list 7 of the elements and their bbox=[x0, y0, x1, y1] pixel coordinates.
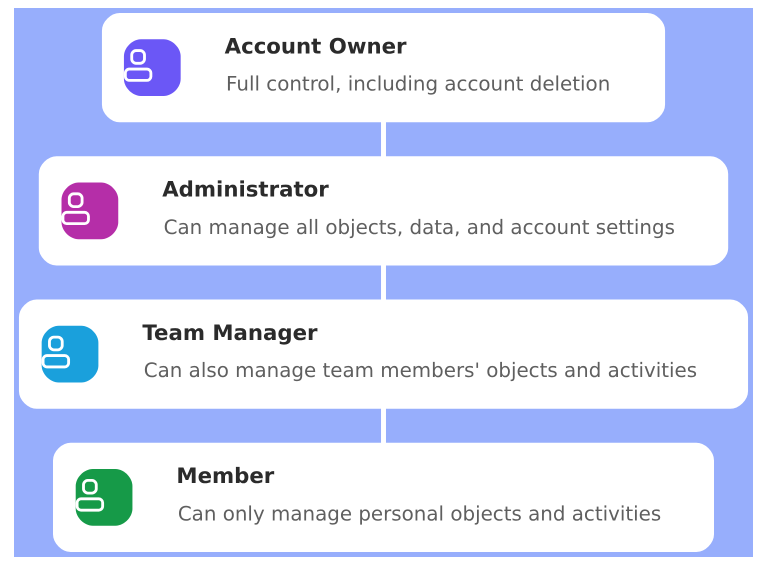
node-box: Administrator Can manage all objects, data, and account settings bbox=[38, 156, 728, 266]
node-box: Member Can only manage personal objects and activities bbox=[53, 442, 714, 552]
node-box: Account Owner Full control, including account deletion bbox=[102, 13, 666, 122]
node-box: Team Manager Can also manage team members' objects and activities bbox=[18, 300, 748, 409]
connector bbox=[381, 122, 386, 157]
connector bbox=[381, 408, 386, 444]
connector bbox=[381, 264, 386, 300]
